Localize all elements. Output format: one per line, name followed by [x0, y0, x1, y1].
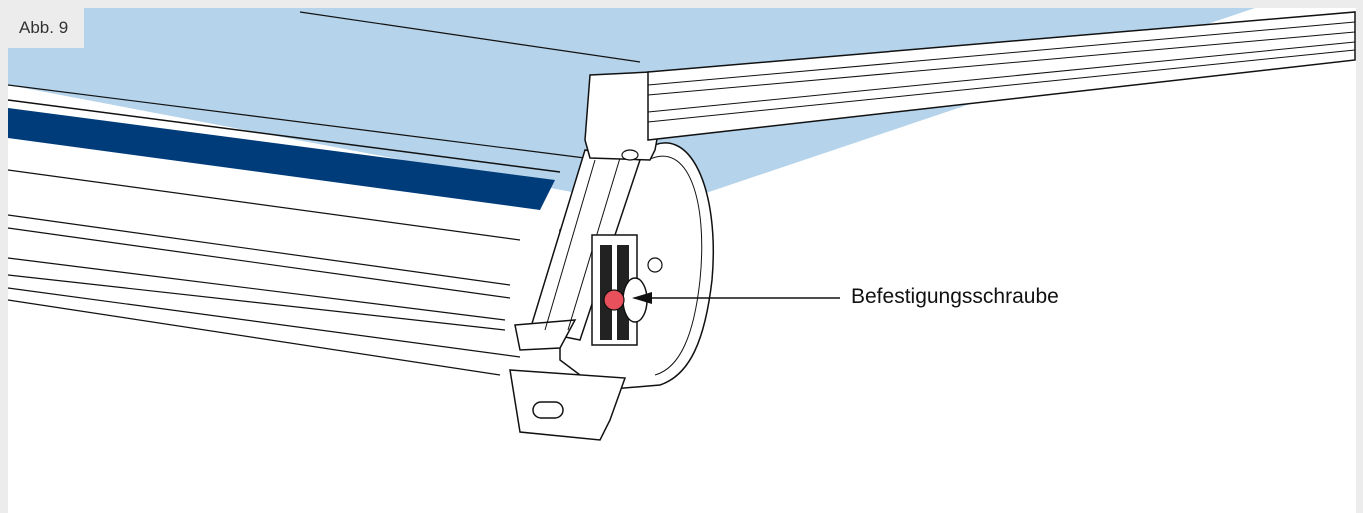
valance-band — [8, 108, 555, 210]
fastening-screw — [603, 289, 625, 311]
arm-profile — [647, 11, 1356, 141]
callout-label: Befestigungsschraube — [851, 285, 1059, 308]
figure-label: Abb. 9 — [8, 8, 84, 48]
wall-bracket — [509, 369, 627, 441]
